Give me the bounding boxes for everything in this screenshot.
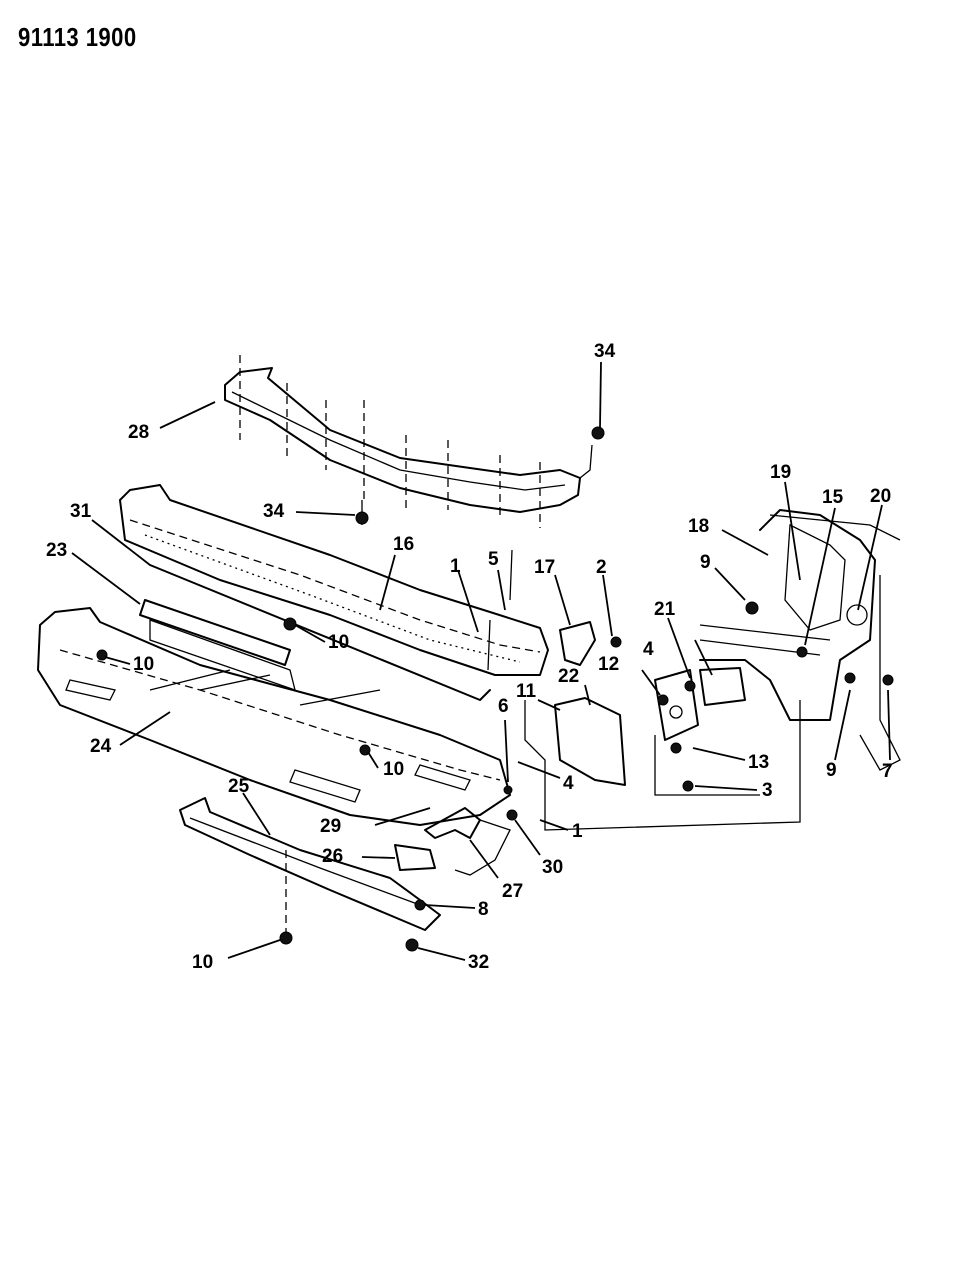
callout-27: 27 xyxy=(502,881,523,902)
callout-7: 7 xyxy=(882,761,893,782)
callout-8: 8 xyxy=(478,899,489,920)
callout-labels: 28 34 34 31 23 16 1 5 17 2 18 19 15 20 9… xyxy=(46,341,893,973)
callout-20: 20 xyxy=(870,486,891,507)
callout-19: 19 xyxy=(770,462,791,483)
bumper-mount-brackets xyxy=(503,636,801,831)
callout-23: 23 xyxy=(46,540,67,561)
callout-17: 17 xyxy=(534,557,555,578)
callout-1a: 1 xyxy=(450,556,461,577)
body-front-end xyxy=(699,509,901,771)
callout-29: 30 xyxy=(542,857,563,878)
callout-28: 31 xyxy=(70,501,92,522)
callout-34: 34 xyxy=(263,501,285,522)
callout-30: 29 xyxy=(320,816,341,837)
callout-26: 26 xyxy=(322,846,343,867)
callout-24: 24 xyxy=(90,736,112,757)
bumper-end-cap xyxy=(559,621,596,666)
callout-31: 32 xyxy=(468,952,489,973)
callout-2: 2 xyxy=(596,557,607,578)
document-code: 91113 1900 xyxy=(18,22,137,52)
callout-10c: 10 xyxy=(383,759,404,780)
callout-5: 5 xyxy=(488,549,499,570)
callout-3: 3 xyxy=(762,780,773,801)
callout-33: 34 xyxy=(594,341,616,362)
callout-12: 12 xyxy=(598,654,619,675)
callout-4b: 4 xyxy=(563,773,574,794)
callout-9a: 9 xyxy=(700,552,711,573)
callout-4a: 4 xyxy=(643,639,654,660)
callout-9b: 9 xyxy=(826,760,837,781)
upper-fascia-support xyxy=(224,355,605,528)
callout-11: 11 xyxy=(516,681,537,702)
callout-leaders xyxy=(71,361,891,961)
callout-21: 21 xyxy=(654,599,676,620)
callout-10a: 10 xyxy=(133,654,154,675)
callout-10d: 10 xyxy=(192,952,213,973)
callout-13: 13 xyxy=(748,752,769,773)
callout-32: 28 xyxy=(128,422,149,443)
callout-22: 22 xyxy=(558,666,579,687)
callout-16: 16 xyxy=(393,534,414,555)
callout-1b: 1 xyxy=(572,821,583,842)
bumper-fascia xyxy=(37,607,511,826)
callout-6: 6 xyxy=(498,696,509,717)
callout-25: 25 xyxy=(228,776,250,797)
callout-10b: 10 xyxy=(328,632,349,653)
bumper-reinforcement xyxy=(119,484,549,701)
callout-18: 18 xyxy=(688,516,709,537)
energy-absorber xyxy=(139,599,296,692)
callout-15: 15 xyxy=(822,487,844,508)
lower-valance xyxy=(179,797,518,952)
